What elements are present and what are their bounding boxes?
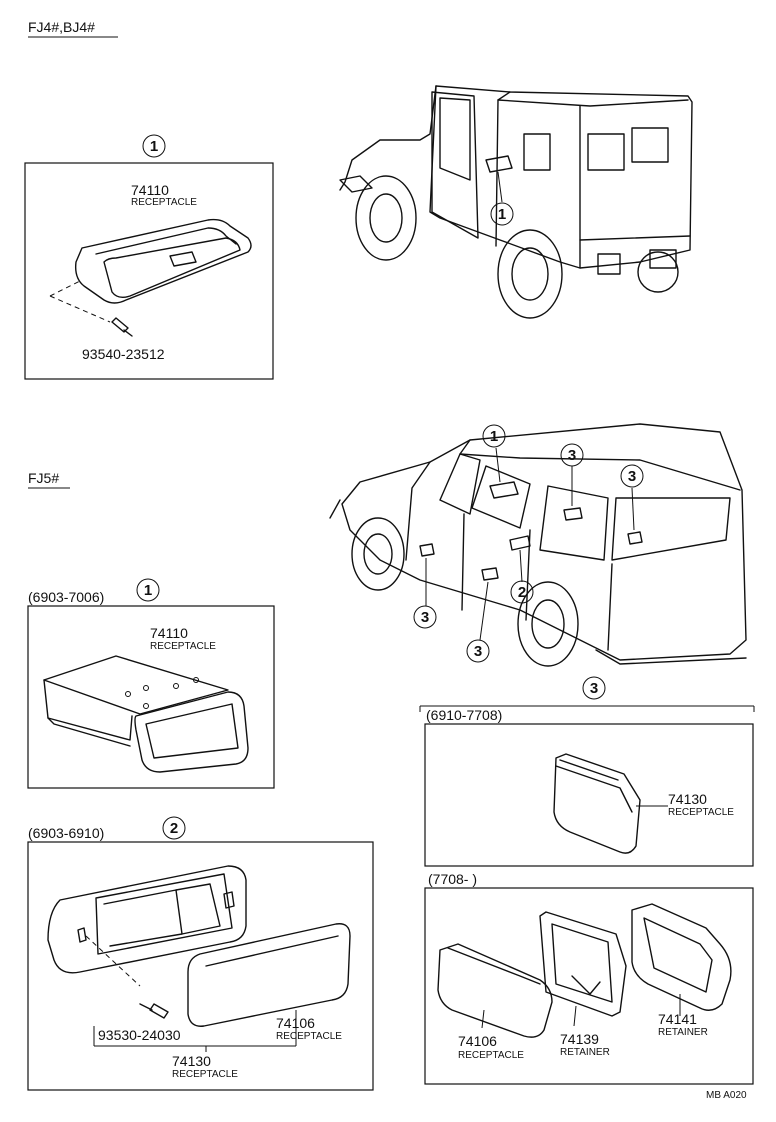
detail-7708-part1-number: 74106 [458,1033,497,1049]
detail-7708-range: (7708- ) [428,871,477,887]
callout-label: 1 [144,582,152,599]
fj4-part-name: RECEPTACLE [131,197,197,208]
callout-3-fj5-front-door: 3 [413,605,437,629]
detail-7708-part2-name: RETAINER [560,1047,610,1058]
callout-2-fj5-vehicle: 2 [510,580,534,604]
detail-7708-part2-number: 74139 [560,1031,599,1047]
detail-6903-6910-screw-number: 93530-24030 [98,1027,181,1043]
callout-label: 3 [590,680,598,697]
callout-2-detail-6903-6910: 2 [162,816,186,840]
detail-6903-6910-assy-number: 74130 [172,1053,211,1069]
detail-6910-7708-part-number: 74130 [668,791,707,807]
detail-6910-7708-range: (6910-7708) [426,707,502,723]
callout-label: 3 [568,447,576,464]
callout-3-fj5-roof-left: 3 [560,443,584,467]
detail-7708-part3-number: 74141 [658,1011,697,1027]
detail-6903-6910-assy-name: RECEPTACLE [172,1069,238,1080]
callout-label: 3 [474,643,482,660]
detail-6903-6910-box [27,841,374,1091]
detail-7708-box [424,887,754,1085]
fj4-detail-box [24,162,274,380]
detail-6903-7006-part-number: 74110 [150,625,188,641]
detail-6903-6910-lid-number: 74106 [276,1015,315,1031]
detail-6910-7708-box [424,723,754,867]
callout-label: 1 [490,428,498,445]
detail-6903-7006-part-name: RECEPTACLE [150,641,216,652]
callout-3-detail-header: 3 [582,676,606,700]
callout-1-fj5-vehicle: 1 [482,424,506,448]
detail-6903-7006-range: (6903-7006) [28,589,104,605]
callout-3-fj5-rear-door: 3 [466,639,490,663]
fj4-part-number: 74110 [131,182,169,198]
callout-1-fj4-detail: 1 [142,134,166,158]
detail-6903-6910-lid-name: RECEPTACLE [276,1031,342,1042]
callout-label: 2 [170,820,178,837]
detail-7708-part1-name: RECEPTACLE [458,1050,524,1061]
detail-7708-part3-name: RETAINER [658,1027,708,1038]
callout-label: 3 [628,468,636,485]
detail-6910-7708-drawing [553,753,668,854]
callout-label: 2 [518,584,526,601]
detail-7708-drawing [437,903,732,1038]
figure-code: MB A020 [706,1090,747,1101]
callout-3-fj5-roof-right: 3 [620,464,644,488]
section-header-fj5: FJ5# [28,470,59,486]
detail-6903-7006-box [27,605,275,789]
detail-6903-6910-drawing [47,865,351,1027]
callout-label: 1 [150,138,158,155]
callout-1-detail-6903-7006: 1 [136,578,160,602]
section-header-fj4: FJ4#,BJ4# [28,19,95,35]
fj4-screw-number: 93540-23512 [82,346,165,362]
detail-6903-7006-drawing [43,655,249,773]
callout-label: 1 [498,206,506,223]
detail-6903-6910-range: (6903-6910) [28,825,104,841]
callout-1-fj4-vehicle: 1 [490,202,514,226]
fj4-receptacle-drawing [49,218,252,337]
fj4-vehicle-illustration [339,85,693,319]
callout-label: 3 [421,609,429,626]
fj5-vehicle-illustration [329,423,747,667]
detail-6910-7708-part-name: RECEPTACLE [668,807,734,818]
